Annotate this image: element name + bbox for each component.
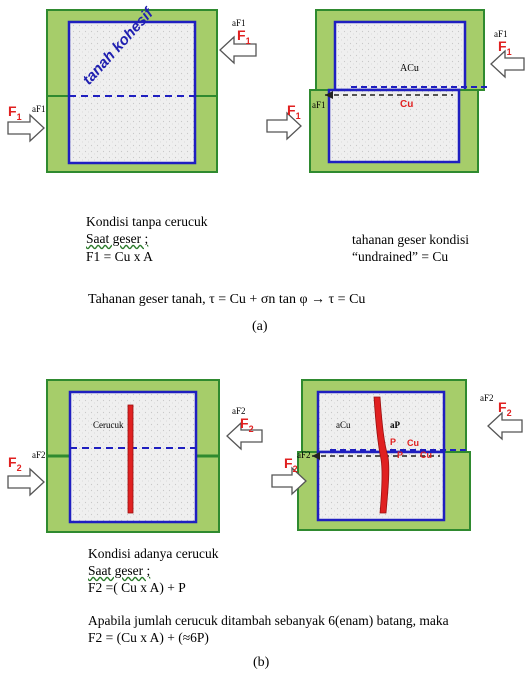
af2-label-bottom: aF2	[297, 450, 311, 460]
force-arrow-top	[226, 421, 263, 451]
f2-label-top: F2	[498, 399, 512, 418]
b-text-line3: F2 =( Cu x A) + P	[88, 580, 186, 595]
cu-label: Cu	[400, 99, 414, 110]
upper-soil	[333, 20, 467, 92]
f1-label-top: F1	[237, 27, 251, 46]
cu-label-1: Cu	[407, 438, 419, 448]
b-text-line1: Kondisi adanya cerucuk	[88, 546, 219, 561]
force-arrow-top	[219, 35, 257, 65]
f1-label-top: F1	[498, 38, 512, 57]
diagram-b-left	[7, 379, 263, 533]
cu-label-2: Cu	[420, 450, 432, 460]
f1-label-bottom: F1	[8, 103, 22, 122]
p-label-2: P	[397, 450, 404, 460]
force-arrow-top	[490, 49, 525, 79]
soil-sample	[67, 20, 197, 165]
acu-label: aCu	[336, 420, 351, 430]
pile-label: Cerucuk	[93, 420, 124, 430]
f2-label-top: F2	[240, 415, 254, 434]
af1-label-bottom: aF1	[32, 104, 46, 114]
af2-label-bottom: aF2	[32, 450, 46, 460]
a-formula: Tahanan geser tanah, τ = Cu + σn tan φ →…	[88, 292, 366, 307]
af1-label-bottom: aF1	[312, 100, 326, 110]
a-text-line3: F1 = Cu x A	[86, 249, 153, 264]
force-arrow-bottom	[266, 111, 302, 141]
shear-arrowhead	[312, 452, 320, 460]
af2-label-top: aF2	[480, 393, 494, 403]
a-text-line2: Saat geser ;	[86, 231, 149, 246]
force-arrow-bottom	[7, 113, 45, 143]
diagram-b-right	[271, 379, 523, 531]
b-text-line5: F2 = (Cu x A) + (≈6P)	[88, 630, 209, 645]
a-text-right1: tahanan geser kondisi	[352, 232, 469, 247]
b-text-line4: Apabila jumlah cerucuk ditambah sebanyak…	[88, 613, 449, 628]
acu-label: ACu	[400, 63, 419, 74]
f2-label-bottom: F2	[284, 455, 298, 474]
ap-label: aP	[390, 420, 400, 430]
f2-label-bottom: F2	[8, 454, 22, 473]
shear-arrowhead	[325, 91, 333, 99]
diagram-a-left	[7, 9, 257, 173]
bent-pile	[373, 396, 390, 514]
f1-label-bottom: F1	[287, 102, 301, 121]
a-text-line1: Kondisi tanpa cerucuk	[86, 214, 208, 229]
lower-soil	[327, 88, 461, 164]
af1-label-top: aF1	[232, 18, 246, 28]
b-caption: (b)	[253, 655, 270, 670]
b-text-line2: Saat geser ;	[88, 563, 151, 578]
diagram-a-right	[266, 9, 525, 173]
force-arrow-bottom	[271, 466, 307, 496]
af1-label-top: aF1	[494, 29, 508, 39]
a-caption: (a)	[252, 319, 268, 334]
a-text-right2: “undrained” = Cu	[352, 249, 449, 264]
force-arrow-top	[487, 411, 523, 441]
pile	[127, 404, 134, 514]
p-label-1: P	[390, 437, 397, 447]
af2-label-top: aF2	[232, 406, 246, 416]
force-arrow-bottom	[7, 467, 45, 497]
